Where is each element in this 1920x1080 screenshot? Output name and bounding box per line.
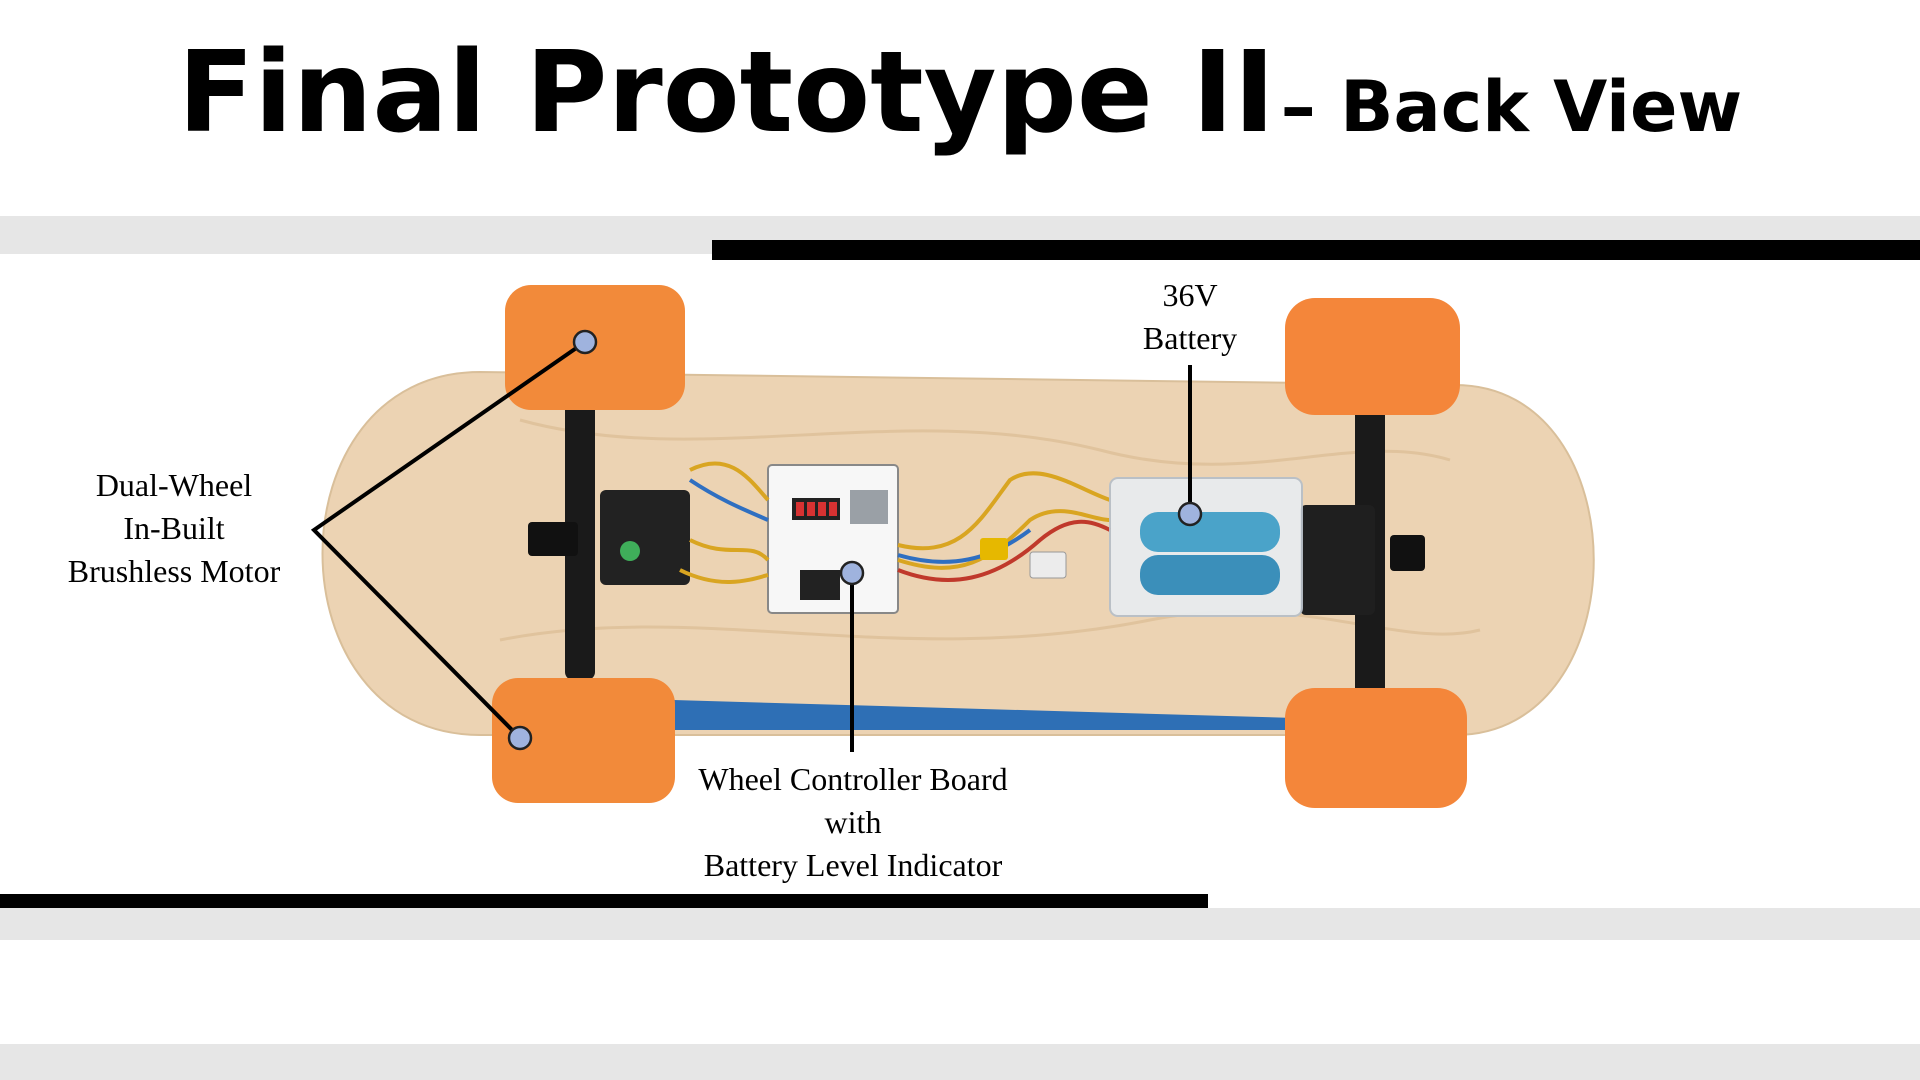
callout-lines — [310, 340, 1192, 752]
wheel-back-left — [492, 678, 675, 803]
marker-battery — [1177, 501, 1203, 527]
marker-motor-front — [572, 329, 598, 355]
markers — [507, 329, 1203, 751]
label-battery-line1: 36V — [1162, 277, 1218, 313]
left-axle — [565, 395, 595, 680]
wiring — [679, 461, 1111, 584]
label-battery-line2: Battery — [1142, 320, 1238, 356]
left-baseplate — [600, 490, 690, 585]
wheel-back-right — [1285, 688, 1467, 808]
footer-band — [0, 1044, 1920, 1080]
right-kingpin — [1390, 535, 1425, 571]
label-motor-line1: Dual-Wheel — [95, 467, 253, 503]
page-title: Final Prototype II – Back View — [0, 28, 1920, 158]
title-main: Final Prototype II — [177, 28, 1276, 158]
connector-clip — [1029, 551, 1067, 579]
motor-status-led — [620, 541, 640, 561]
title-sub: – Back View — [1280, 66, 1743, 148]
bottom-band — [0, 908, 1920, 940]
marker-motor-back — [507, 725, 533, 751]
blue-stripe — [500, 695, 1295, 730]
marker-controller — [839, 560, 865, 586]
battery-cells — [1140, 512, 1280, 552]
right-baseplate — [1300, 505, 1375, 615]
wheel-front-right — [1285, 298, 1460, 415]
label-motor-line2: In-Built — [123, 510, 225, 546]
label-controller-line1: Wheel Controller Board — [698, 761, 1008, 797]
label-controller-line2: with — [824, 804, 882, 840]
top-rule — [712, 240, 1920, 260]
left-kingpin — [528, 522, 578, 556]
label-controller-line3: Battery Level Indicator — [703, 847, 1003, 883]
label-controller: Wheel Controller Board with Battery Leve… — [653, 758, 1053, 887]
label-battery: 36V Battery — [1110, 274, 1270, 360]
bottom-rule — [0, 894, 1208, 908]
label-motor: Dual-Wheel In-Built Brushless Motor — [40, 464, 308, 593]
deck — [321, 370, 1595, 736]
label-motor-line3: Brushless Motor — [67, 553, 281, 589]
xt60-connector — [980, 538, 1008, 560]
